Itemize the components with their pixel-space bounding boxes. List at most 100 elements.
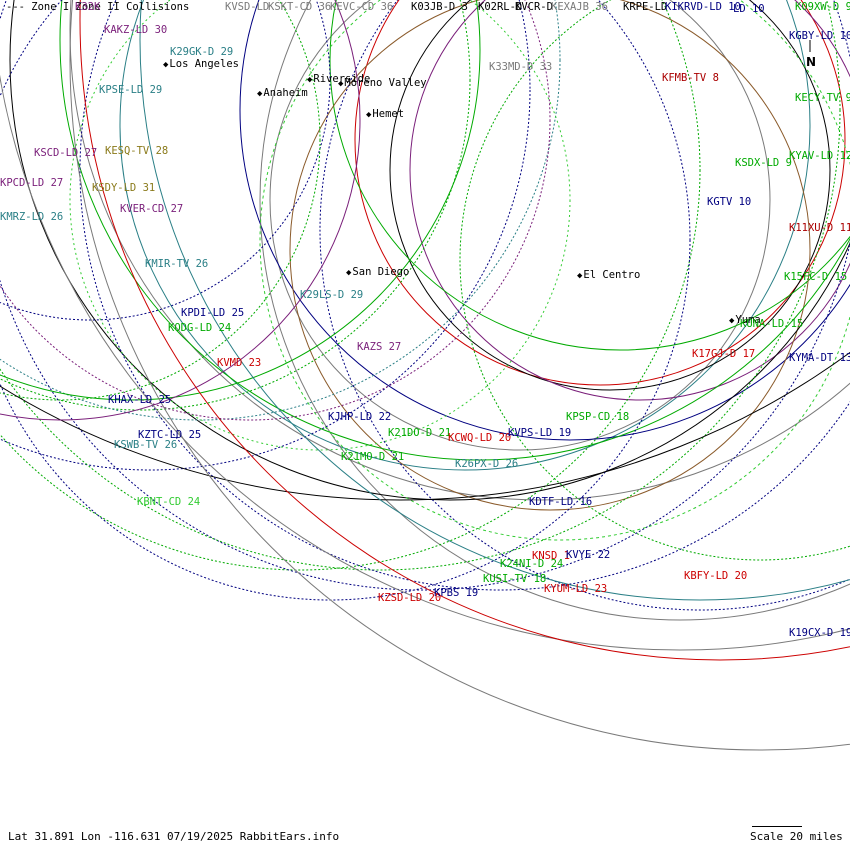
contour-arc [69, 0, 571, 451]
contour-arc [0, 73, 850, 651]
station-label[interactable]: KRPE-LD [623, 1, 668, 13]
station-label[interactable]: KIKRVD-LD 10 [665, 1, 741, 13]
station-label[interactable]: KYUM-LD 23 [544, 583, 608, 595]
contour-arc [59, 0, 850, 461]
station-label[interactable]: KYAV-LD 12 [789, 150, 850, 162]
station-label[interactable]: K02RL-D [478, 1, 523, 13]
station-label[interactable]: KMRZ-LD 26 [0, 211, 64, 223]
station-label[interactable]: KAKZ-LD 30 [104, 24, 168, 36]
station-label[interactable]: K09XW-D 9 [795, 1, 850, 13]
contour-arc [139, 0, 850, 601]
station-label[interactable]: KDTF-LD 16 [529, 496, 593, 508]
station-label[interactable]: KVPS-LD 19 [508, 427, 572, 439]
station-label[interactable]: KGTV 10 [707, 196, 752, 208]
city-label: ◆Riverside [307, 73, 371, 85]
station-label[interactable]: K19CX-D 19 [789, 627, 850, 639]
contour-arc [0, 0, 361, 421]
station-label[interactable]: KPSP-CD 18 [566, 411, 630, 423]
station-label[interactable]: K03JB-D 3 [411, 1, 468, 13]
station-label[interactable]: K29LS-D 29 [300, 289, 364, 301]
station-label[interactable]: K21DO-D 21 [388, 427, 452, 439]
station-label[interactable]: KODG-LD 24 [168, 322, 232, 334]
station-label[interactable]: KYMA-DT 13 [789, 352, 850, 364]
station-label[interactable]: KSWB-TV 26 [114, 439, 178, 451]
contour-arc [119, 0, 811, 471]
station-label[interactable]: KVMD 23 [217, 357, 262, 369]
city-label: ◆Moreno Valley [338, 77, 427, 89]
city-label: ◆San Diego [346, 266, 410, 278]
station-label[interactable]: KJHP-LD 22 [328, 411, 392, 423]
station-label[interactable]: KVER-CD 27 [120, 203, 184, 215]
contour-arc [319, 0, 850, 611]
contour-arc [0, 0, 481, 401]
station-label[interactable]: KMIR-TV 26 [145, 258, 209, 270]
station-label[interactable]: K32K [75, 1, 101, 13]
city-label: ◆El Centro [577, 269, 641, 281]
station-label[interactable]: K21MO-D 21 [341, 451, 405, 463]
contour-arc [0, 0, 561, 421]
contour-arc [0, 0, 701, 571]
station-label[interactable]: KPSE-LD 29 [99, 84, 163, 96]
contour-arc [354, 0, 846, 386]
station-label[interactable]: KVYE 22 [566, 549, 611, 561]
scale-label: Scale 20 miles [750, 830, 843, 843]
station-label[interactable]: K24NI-D 24 [500, 558, 564, 570]
station-label[interactable]: KVSD-LD [225, 1, 270, 13]
contour-arc [9, 0, 850, 501]
station-label[interactable]: KZSD-LD 20 [378, 592, 442, 604]
station-label[interactable]: KHAX-LD 25 [108, 394, 172, 406]
station-label[interactable]: KSDY-LD 31 [92, 182, 156, 194]
station-label[interactable]: KPBS 19 [434, 587, 479, 599]
station-label[interactable]: KSCD-LD 27 [34, 147, 98, 159]
contour-arc [0, 0, 321, 401]
contour-arc [0, 0, 551, 421]
contour-arc [409, 0, 850, 401]
station-label[interactable]: KUSI-TV 18 [483, 573, 547, 585]
station-label[interactable]: KGBY-LD 10 [789, 30, 850, 42]
station-label[interactable]: K11XU-D 11 [789, 222, 850, 234]
station-label[interactable]: KBNT-CD 24 [137, 496, 201, 508]
station-label[interactable]: KPDI-LD 25 [181, 307, 245, 319]
contour-arc [0, 0, 471, 411]
station-label[interactable]: LD 10 [733, 3, 765, 15]
scale-bar [752, 826, 802, 827]
station-label[interactable]: K15FC-D 15 [784, 271, 848, 283]
contour-arc [239, 0, 850, 441]
station-label[interactable]: K33MD-D 33 [489, 61, 553, 73]
contour-arc [259, 0, 850, 541]
station-label[interactable]: KCWQ-LD 20 [448, 432, 512, 444]
station-label[interactable]: KAZS 27 [357, 341, 402, 353]
north-label: N [806, 55, 817, 69]
station-label[interactable]: K29GK-D 29 [170, 46, 234, 58]
station-label[interactable]: KPCD-LD 27 [0, 177, 64, 189]
contour-arc [69, 0, 850, 501]
station-label[interactable]: KESQ-TV 28 [105, 145, 169, 157]
station-label[interactable]: KBFY-LD 20 [684, 570, 748, 582]
station-label[interactable]: KSKT-CD 36 [268, 1, 332, 13]
contour-arc [0, 351, 850, 501]
station-label[interactable]: KFMB-TV 8 [662, 72, 719, 84]
contour-arc [289, 0, 811, 511]
contour-arc [79, 0, 850, 661]
city-label: ◆Yuma [729, 314, 761, 326]
station-label[interactable]: KNSD 1 [532, 550, 570, 562]
station-label[interactable]: KEXAJB 36 [551, 1, 608, 13]
coordinate-status: Lat 31.891 Lon -116.631 07/19/2025 Rabbi… [8, 830, 340, 843]
station-label[interactable]: KUNA-LD 15 [740, 318, 804, 330]
contour-arc [259, 0, 850, 621]
map-legend: --- Zone I Zone II Collisions [6, 1, 190, 13]
station-label[interactable]: KECY-TV 9 [795, 92, 850, 104]
station-label[interactable]: KZTC-LD 25 [138, 429, 202, 441]
station-label[interactable]: K17GJ-D 17 [692, 348, 756, 360]
contour-arc [0, 0, 841, 571]
contour-arc [329, 0, 850, 351]
contour-arc [389, 0, 831, 391]
contour-arc [0, 0, 331, 321]
station-label[interactable]: KVCR-D [515, 1, 553, 13]
station-label[interactable]: K26PX-D 26 [455, 458, 519, 470]
station-label[interactable]: KSDX-LD 9 [735, 157, 792, 169]
city-label: ◆Hemet [366, 108, 405, 120]
contour-arc [269, 0, 771, 451]
station-label[interactable]: KEVC-CD 36 [330, 1, 394, 13]
